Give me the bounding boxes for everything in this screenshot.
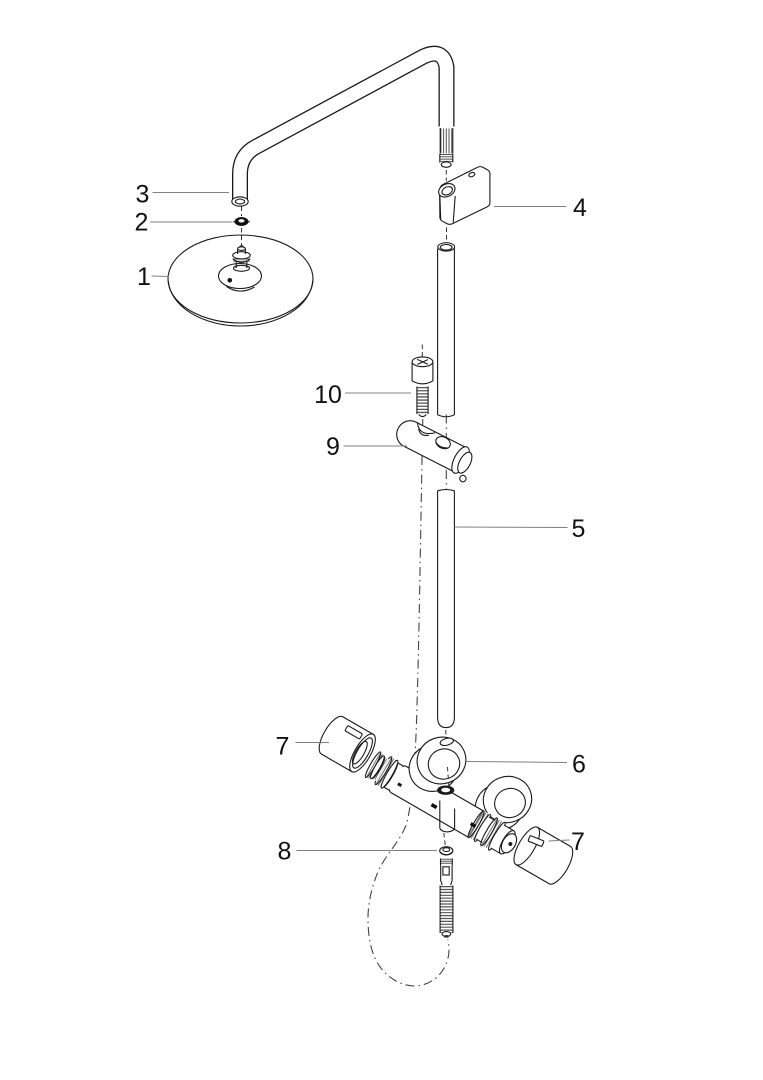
head-screw xyxy=(227,278,233,283)
shower-head xyxy=(167,234,314,327)
leader-5 xyxy=(454,526,568,528)
hose-axis-line xyxy=(367,418,450,987)
callout-5: 5 xyxy=(572,515,586,543)
valve-outlet xyxy=(439,800,456,833)
arm-threaded-nipple xyxy=(439,128,454,168)
grip-slot xyxy=(527,835,545,847)
leader-1 xyxy=(151,275,169,277)
handle-right xyxy=(513,826,574,885)
callout-3: 3 xyxy=(136,181,150,209)
connector-window xyxy=(442,866,450,876)
callout-1: 1 xyxy=(137,263,151,291)
valve-top-port xyxy=(437,785,455,795)
axis-dash-escutcheon xyxy=(447,766,450,790)
left-marking xyxy=(397,782,403,788)
clamp-screw xyxy=(411,356,434,418)
valve-body xyxy=(364,751,518,855)
axis-dash-outlet-nut xyxy=(443,832,446,846)
shower-arm xyxy=(231,45,455,207)
callout-8: 8 xyxy=(278,838,292,866)
gasket-ring xyxy=(233,217,250,226)
body-marking xyxy=(430,803,438,810)
leader-6 xyxy=(465,761,568,763)
escutcheon-front xyxy=(408,736,467,792)
rail-upper-segment xyxy=(437,242,456,418)
wall-bracket xyxy=(438,166,491,225)
rail-lower-segment xyxy=(437,488,455,729)
callout-7-left: 7 xyxy=(276,733,290,761)
leader-7-right xyxy=(548,839,570,842)
handle-left xyxy=(318,715,376,773)
rail-slider xyxy=(396,420,473,483)
hose-connector xyxy=(439,858,454,938)
callout-10: 10 xyxy=(314,381,342,409)
callout-2: 2 xyxy=(135,209,149,237)
callout-9: 9 xyxy=(326,433,340,461)
grip-slot xyxy=(344,725,363,740)
temp-marking xyxy=(469,822,477,828)
callout-7-right: 7 xyxy=(571,828,585,856)
callout-4: 4 xyxy=(573,194,587,222)
callout-6: 6 xyxy=(572,751,586,779)
hose-nut xyxy=(439,846,454,856)
